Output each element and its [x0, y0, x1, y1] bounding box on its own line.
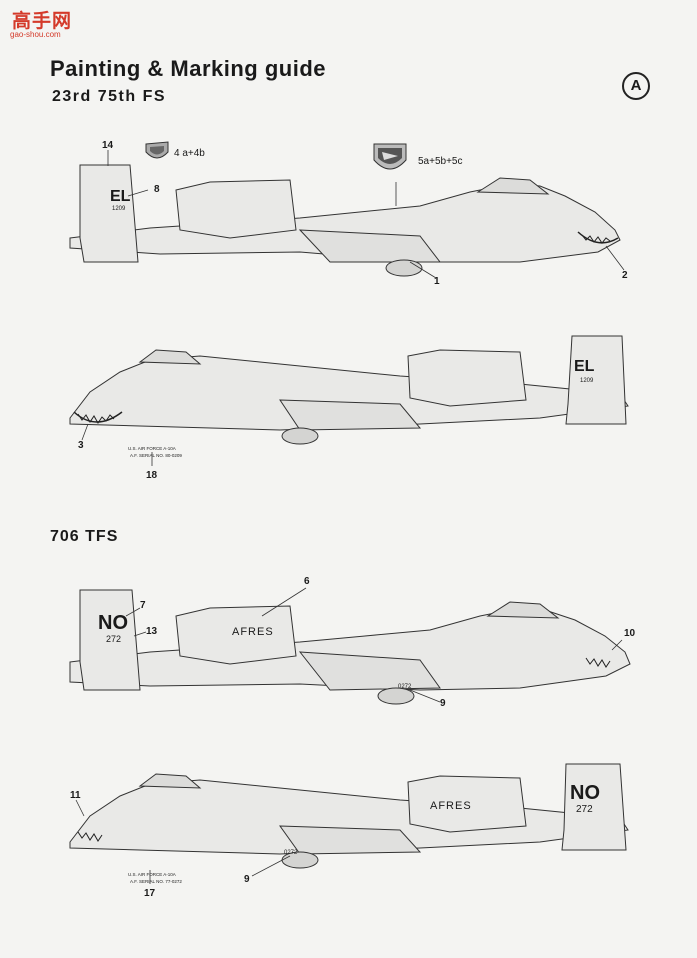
store-text-3: 0272 [398, 684, 412, 690]
callout-13: 13 [146, 626, 158, 637]
tail-code-4: NO [570, 782, 600, 804]
callout-9a: 9 [440, 698, 446, 709]
callout-9b: 9 [244, 874, 250, 885]
callout-8: 8 [154, 184, 160, 195]
callout-11: 11 [70, 790, 81, 801]
wing-emblem-icon [373, 143, 407, 170]
stencil-line-4: A.F. SERIAL NO. 77-0272 [130, 879, 182, 884]
tail-serial-3: 272 [106, 634, 122, 644]
page-title: Painting & Marking guide [50, 56, 327, 81]
callout-17: 17 [144, 888, 156, 899]
callout-1: 1 [434, 276, 440, 287]
callout-2: 2 [622, 270, 628, 281]
stencil-line-3: U.S. AIR FORCE A-10A [128, 872, 176, 877]
squadron-emblem-label: 4 a+4b [174, 148, 205, 159]
callout-10: 10 [624, 628, 636, 639]
tail-code-3: NO [98, 612, 128, 634]
scheme-badge: A [622, 72, 650, 100]
watermark-url: gao-shou.com [10, 30, 61, 39]
callout-3: 3 [78, 440, 84, 451]
tail-serial-2: 1209 [580, 378, 594, 384]
nacelle-text-4: AFRES [430, 800, 472, 812]
nacelle-text-3: AFRES [232, 626, 274, 638]
stencil-line-1: U.S. AIR FORCE A-10A [128, 446, 176, 451]
watermark-text: 高手网 [12, 10, 73, 32]
squadron-emblem-icon [145, 141, 169, 159]
callout-7: 7 [140, 600, 146, 611]
callout-18: 18 [146, 470, 158, 481]
tail-serial-1: 1209 [112, 206, 126, 212]
watermark-logo: 高手网 gao-shou.com [6, 6, 72, 46]
section-heading-23rd-75th-fs: 23rd 75th FS [52, 88, 167, 105]
wing-emblem-label: 5a+5b+5c [418, 156, 463, 167]
stencil-line-2: A.F. SERIAL NO. 80-0209 [130, 453, 182, 458]
tail-code-1: EL [110, 188, 131, 205]
callout-6: 6 [304, 576, 310, 587]
callout-14: 14 [102, 140, 114, 151]
store-text-4: 0272 [284, 850, 298, 856]
section-heading-706-tfs: 706 TFS [50, 528, 119, 545]
tail-code-2: EL [574, 358, 595, 375]
tail-serial-4: 272 [576, 804, 593, 815]
